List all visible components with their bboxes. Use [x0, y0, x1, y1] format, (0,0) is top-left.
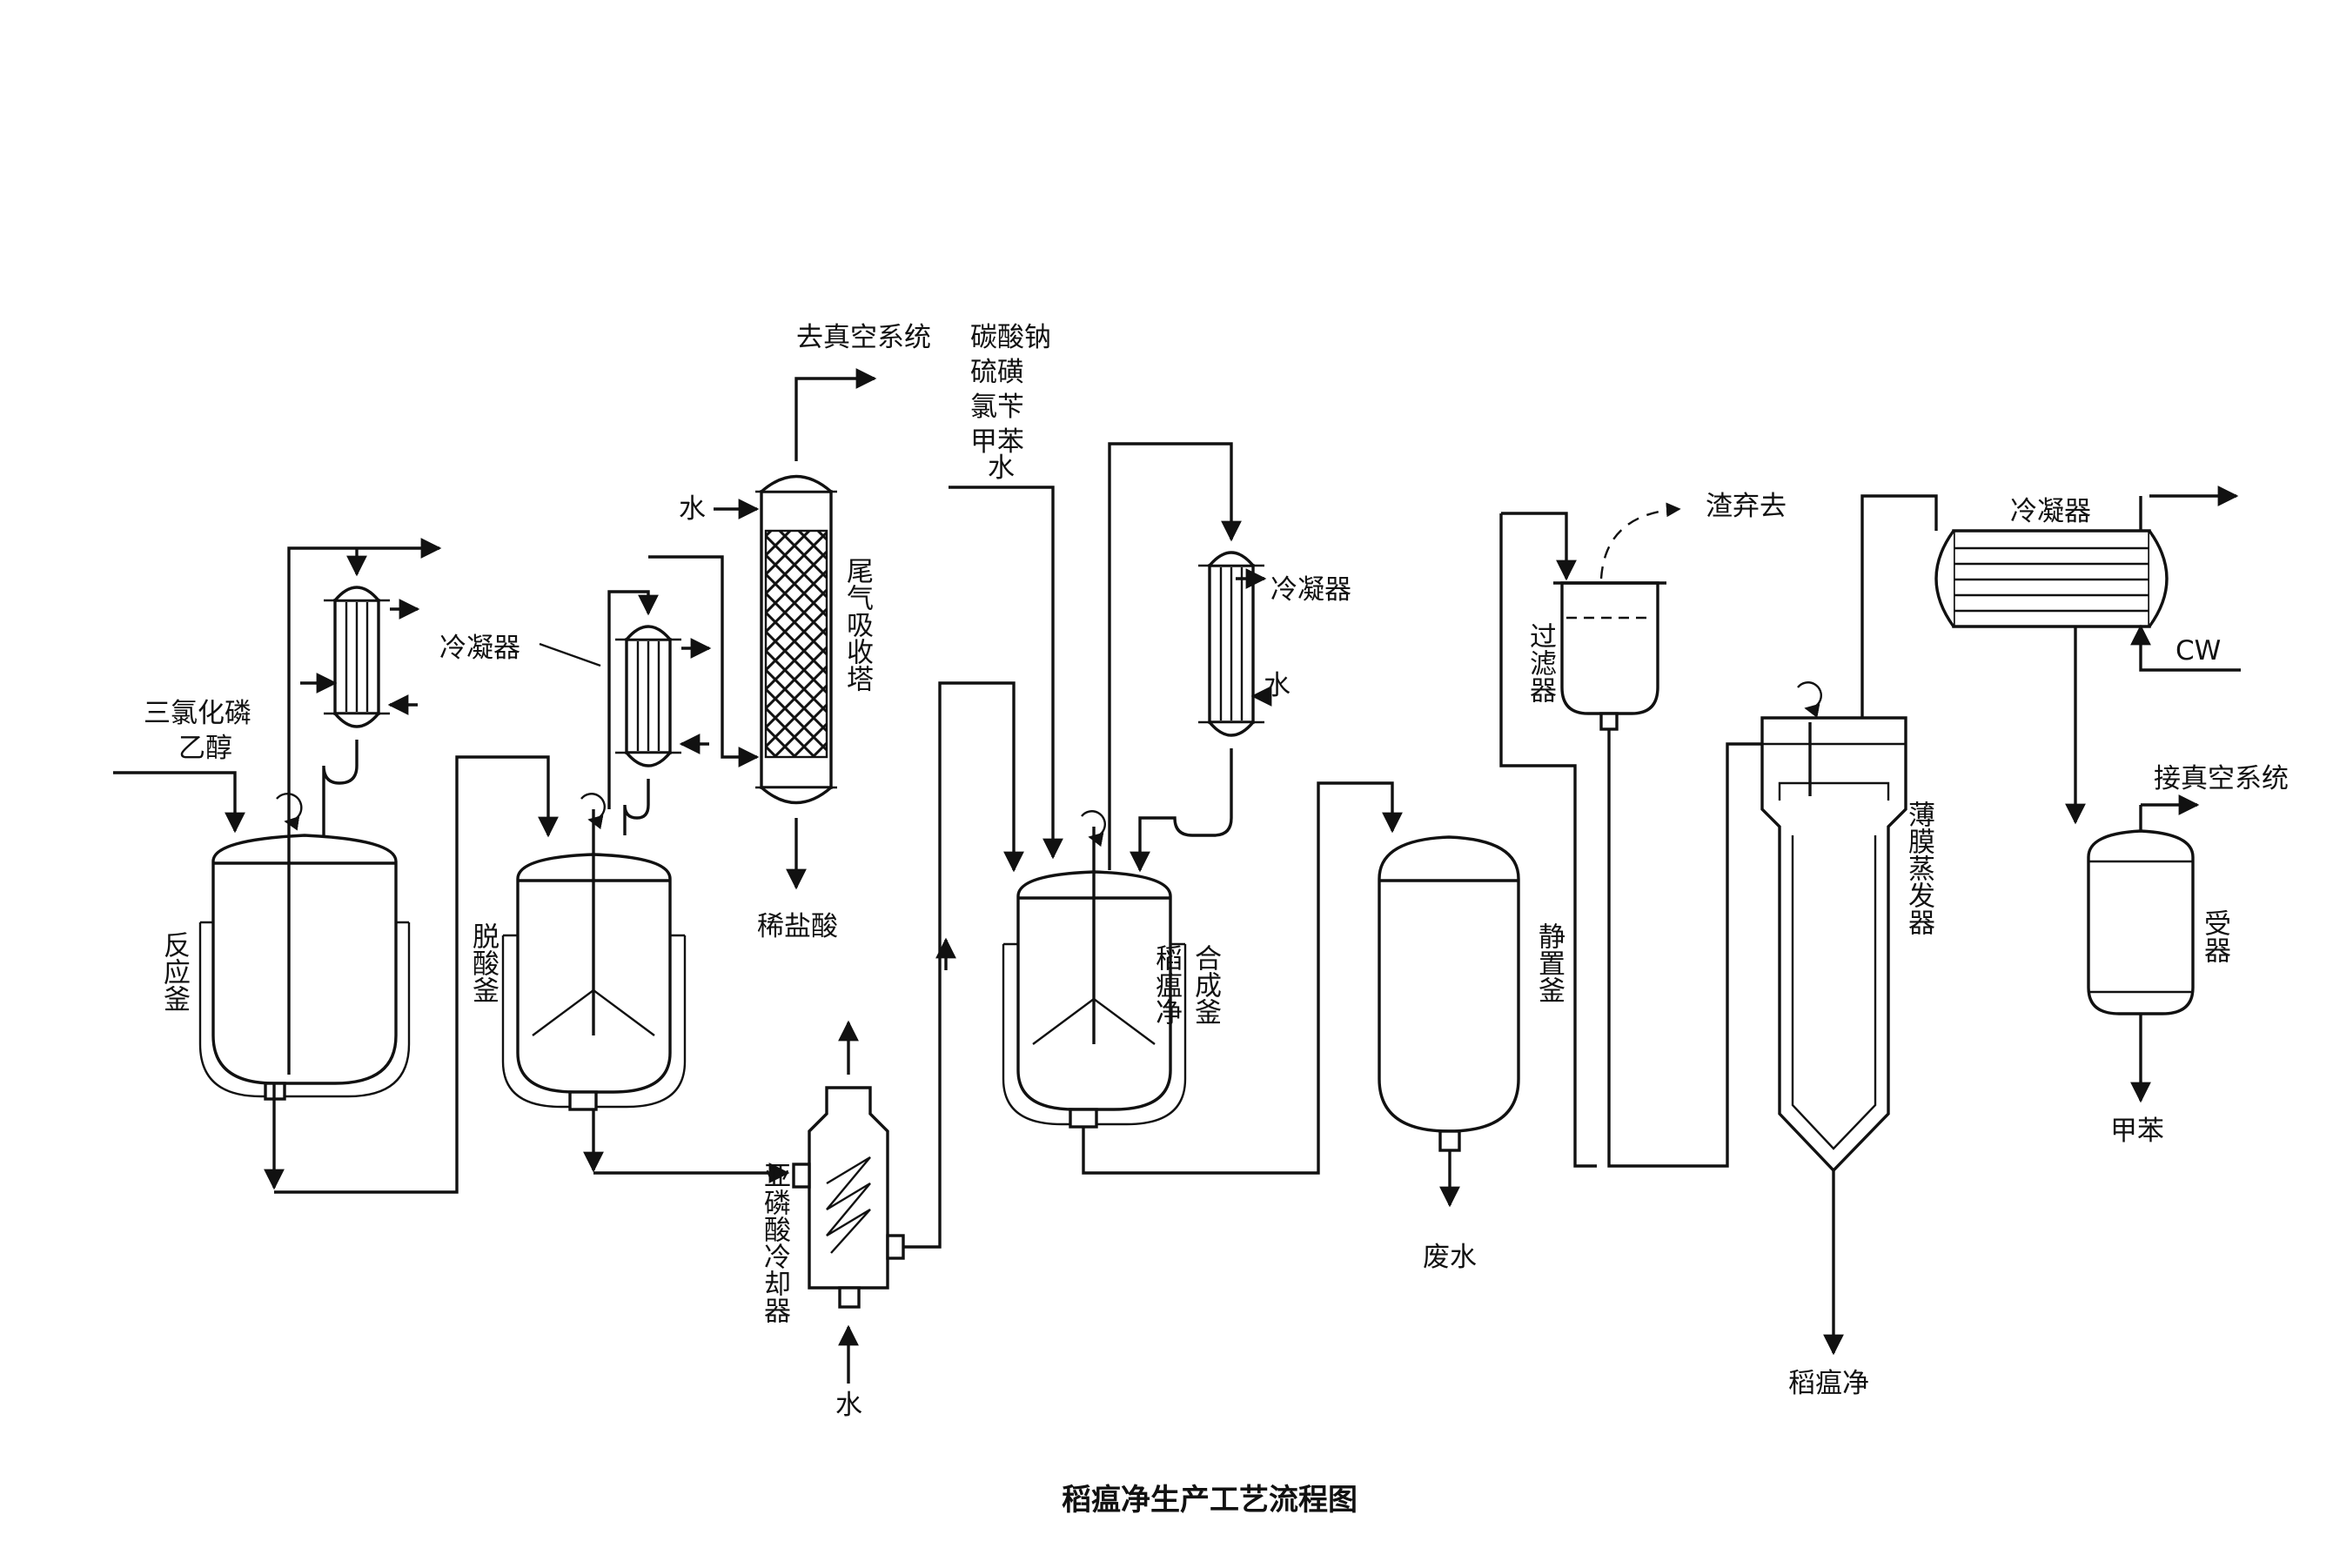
label-filter: 过滤器 [1525, 622, 1557, 703]
condenser-horizontal [1934, 529, 2169, 628]
settling-tank-vessel [1378, 835, 1520, 1152]
synthesis-kettle-vessel [1002, 827, 1187, 1129]
label-water-tower: 水 [679, 493, 706, 525]
label-water-cooler: 水 [835, 1390, 862, 1421]
phosphite-cooler [792, 1086, 905, 1309]
label-cw: CW [2175, 635, 2221, 667]
filter-vessel [1553, 581, 1666, 731]
label-condenser-3: 冷凝器 [1270, 574, 1351, 606]
label-waste-water: 废水 [1423, 1242, 1477, 1273]
stirrer-icon [580, 793, 606, 830]
condenser-3 [1198, 551, 1264, 737]
condenser-1 [324, 586, 390, 728]
label-settling-tank: 静置釜 [1533, 922, 1565, 1003]
stirrer-icon [1797, 681, 1822, 719]
diagram-title: 稻瘟净生产工艺流程图 [1062, 1483, 1358, 1518]
condenser-leader-line [539, 642, 601, 667]
receiver-vessel [2087, 829, 2195, 1015]
label-vacuum-in: 接真空系统 [2154, 763, 2289, 794]
label-receiver: 受器 [2199, 909, 2231, 963]
label-condenser-1: 冷凝器 [439, 633, 520, 664]
film-evaporator-vessel [1760, 716, 1907, 1173]
label-deacid-kettle: 脱酸釜 [467, 922, 499, 1003]
label-synthesis-kettle-a: 稻瘟净 [1150, 944, 1182, 1025]
label-product: 稻瘟净 [1788, 1368, 1869, 1399]
label-feed-toluene: 甲苯 [970, 426, 1024, 458]
reactor-vessel [198, 766, 411, 1101]
tail-gas-tower [755, 474, 837, 805]
label-dilute-hcl: 稀盐酸 [757, 911, 838, 942]
label-feed-sodium-carbonate: 碳酸钠 [970, 322, 1051, 353]
label-feed-water: 水 [988, 452, 1015, 484]
label-water-condenser-3: 水 [1264, 670, 1291, 701]
flow-lines [113, 368, 2241, 1384]
label-phosphite-cooler: 亚磷酸冷却器 [759, 1162, 791, 1323]
label-reactant-2: 乙醇 [178, 733, 232, 764]
label-synthesis-kettle-b: 合成釜 [1190, 944, 1222, 1025]
label-film-evaporator: 薄膜蒸发器 [1903, 801, 1935, 935]
stirrer-icon [1081, 810, 1106, 848]
label-feed-benzyl-chloride: 氯苄 [970, 392, 1024, 423]
label-tail-gas-tower: 尾气吸收塔 [841, 557, 874, 692]
label-vacuum-out: 去真空系统 [796, 322, 931, 353]
label-reactant-1: 三氯化磷 [144, 698, 251, 729]
label-residue: 渣弃去 [1706, 491, 1787, 522]
label-toluene-out: 甲苯 [2110, 1116, 2164, 1147]
stirrer-icon [276, 793, 303, 831]
condenser-2 [615, 625, 681, 767]
label-feed-sulfur: 硫磺 [970, 357, 1024, 388]
label-reactor: 反应釜 [158, 931, 191, 1012]
deacid-kettle-vessel [501, 809, 687, 1111]
label-condenser-horizontal: 冷凝器 [2010, 496, 2091, 527]
